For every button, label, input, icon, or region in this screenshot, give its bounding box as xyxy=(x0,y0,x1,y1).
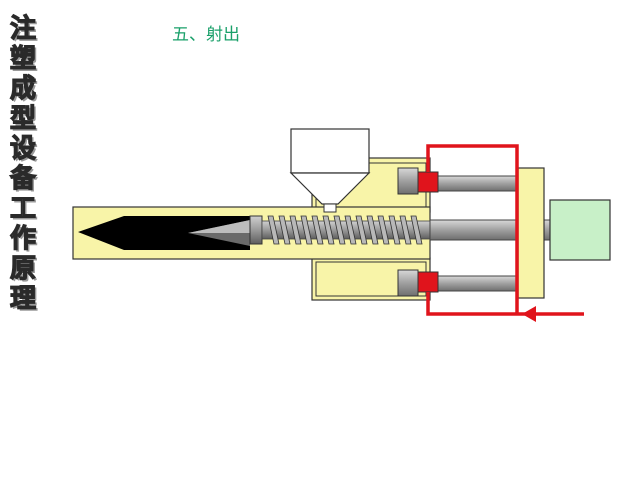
section-title: 五、射出 xyxy=(172,25,240,45)
screw-flights xyxy=(267,215,423,245)
melt-in-barrel xyxy=(78,216,250,250)
upper-piston-rod xyxy=(436,175,519,192)
screw-flight xyxy=(300,215,313,245)
side-title-char: 设 xyxy=(9,133,36,164)
screw-flight xyxy=(355,215,368,245)
side-title-char: 成 xyxy=(9,73,36,104)
injection-plate xyxy=(517,167,545,299)
screw-flight xyxy=(377,215,390,245)
screw-flight xyxy=(289,215,302,245)
side-title-char: 原 xyxy=(9,253,36,284)
screw-flight xyxy=(333,215,346,245)
screw-flight xyxy=(388,215,401,245)
screw-flight xyxy=(311,215,324,245)
screw-flight xyxy=(410,215,423,245)
side-title-char: 备 xyxy=(9,163,36,194)
side-title: 注塑成型设备工作原理 xyxy=(6,13,40,314)
side-title-char: 理 xyxy=(9,283,36,314)
side-title-char: 塑 xyxy=(9,43,36,74)
screw-flight xyxy=(344,215,357,245)
side-title-char: 作 xyxy=(9,223,36,254)
side-title-char: 型 xyxy=(9,103,36,134)
flow-arrow-icon xyxy=(522,306,536,322)
lower-piston xyxy=(397,269,439,297)
screw-flight xyxy=(399,215,412,245)
screw-flight xyxy=(267,215,280,245)
screw-flight xyxy=(322,215,335,245)
side-title-char: 注 xyxy=(9,13,36,44)
screw-flight xyxy=(278,215,291,245)
side-title-char: 工 xyxy=(9,193,36,224)
lower-piston-rod xyxy=(436,275,519,292)
screw-flight xyxy=(366,215,379,245)
hopper xyxy=(289,128,371,213)
motor xyxy=(549,199,611,261)
upper-piston xyxy=(397,167,439,195)
